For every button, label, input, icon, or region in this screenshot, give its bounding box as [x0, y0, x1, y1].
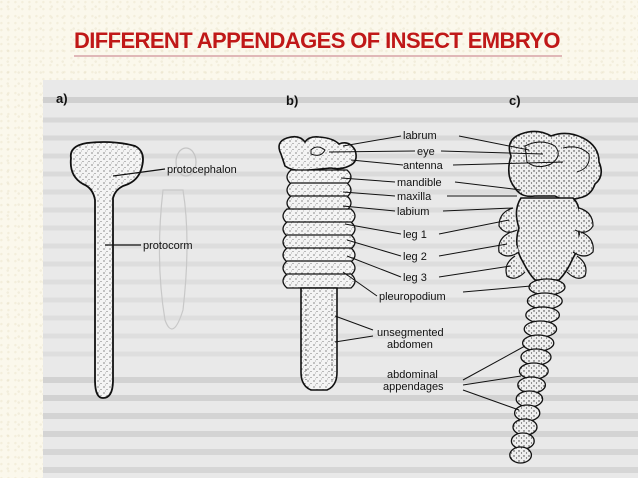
unsegmented-abdomen-label-line1: unsegmented — [377, 327, 444, 339]
panel-c-letter: c) — [509, 93, 521, 108]
panel-b-segment — [286, 195, 352, 211]
abdominal-appendages-label-line1: abdominal — [387, 369, 438, 381]
protocephalon-leader — [112, 168, 166, 177]
leader-lines — [328, 135, 564, 411]
embryo-figure: a) b) c) protocephalon protocorm — [43, 80, 638, 478]
panel-b-segment — [282, 208, 356, 224]
labium-label: labium — [397, 206, 429, 218]
unsegmented-abdomen-label-line2: abdomen — [387, 339, 433, 351]
labrum-label: labrum — [403, 130, 437, 142]
title-underline — [74, 55, 562, 57]
eye-label: eye — [417, 146, 435, 158]
panel-b-embryo — [278, 135, 357, 391]
panel-c-abdomen-segment — [509, 446, 533, 464]
maxilla-label: maxilla — [397, 191, 432, 203]
panel-b-segments — [282, 169, 356, 289]
panel-b-segment — [282, 234, 356, 250]
antenna-label: antenna — [403, 160, 444, 172]
panel-b-segment — [282, 221, 356, 237]
leg1-label: leg 1 — [403, 229, 427, 241]
panel-b-segment — [282, 273, 356, 289]
leg3-label: leg 3 — [403, 272, 427, 284]
panel-c-embryo — [498, 130, 603, 464]
panel-b-letter: b) — [286, 93, 298, 108]
slide-title: DIFFERENT APPENDAGES OF INSECT EMBRYO — [74, 28, 560, 53]
protocephalon-label: protocephalon — [167, 164, 237, 176]
panel-a-embryo: protocephalon protocorm — [69, 141, 237, 399]
pleuropodium-label: pleuropodium — [379, 291, 446, 303]
mandible-label: mandible — [397, 177, 442, 189]
panel-b-segment — [282, 247, 356, 263]
leg2-label: leg 2 — [403, 251, 427, 263]
panel-b-segment — [286, 169, 352, 185]
protocorm-label: protocorm — [143, 240, 193, 252]
panel-a-letter: a) — [56, 91, 68, 106]
panel-b-segment — [286, 182, 352, 198]
panel-c-abdomen-segments — [509, 278, 566, 464]
embryo-diagram: a) b) c) protocephalon protocorm — [43, 91, 638, 473]
abdominal-appendages-label-line2: appendages — [383, 381, 444, 393]
